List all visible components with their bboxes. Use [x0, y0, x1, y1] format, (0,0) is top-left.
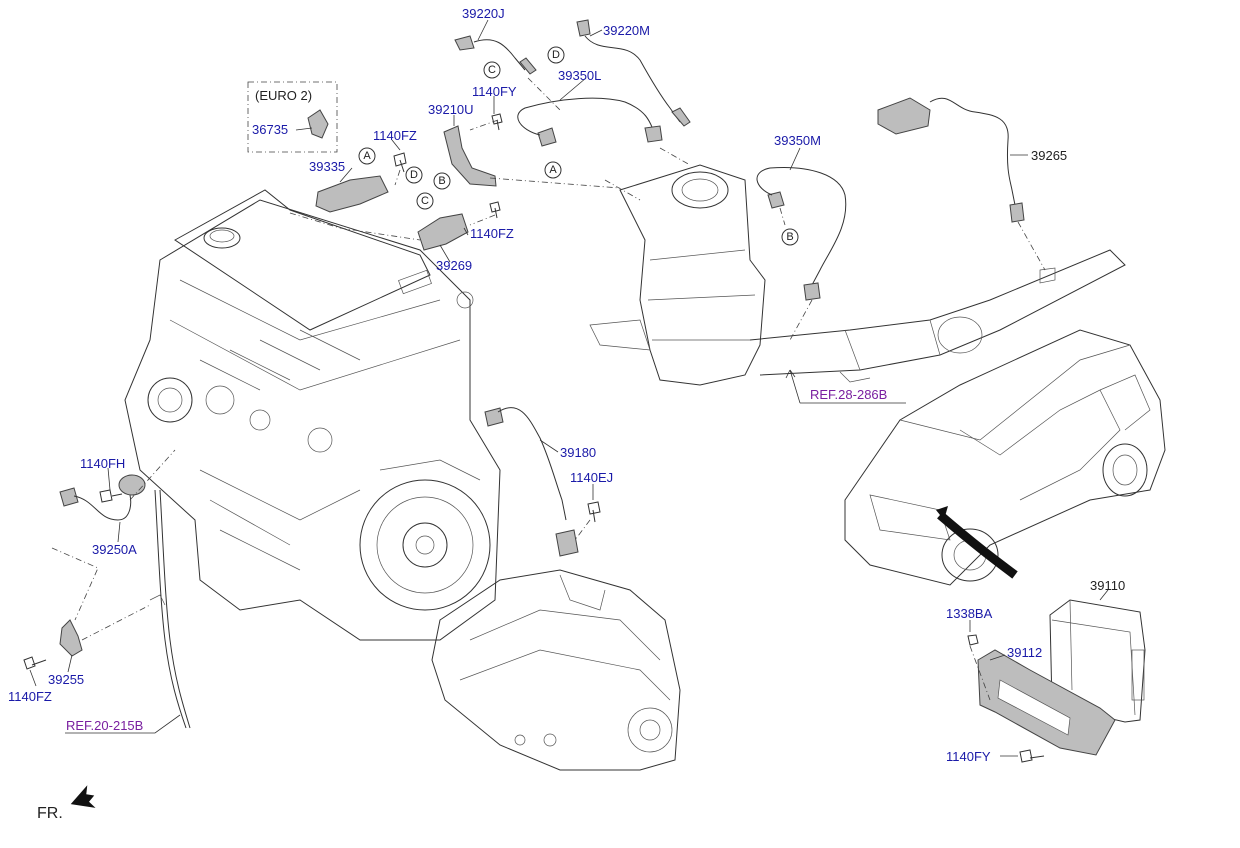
- label-39269: 39269: [436, 258, 472, 273]
- label-1140ej: 1140EJ: [570, 470, 613, 485]
- leader-lines: [29, 19, 1109, 757]
- callout-a1: A: [358, 147, 376, 165]
- o2-sensor-39350l: [517, 97, 663, 147]
- ref-28-286b-link[interactable]: REF.28-286B: [810, 387, 887, 402]
- svg-text:C: C: [488, 64, 496, 76]
- bracket-39335: [315, 175, 389, 213]
- svg-text:B: B: [786, 231, 793, 243]
- reference-labels: REF.28-286B REF.20-215B: [66, 387, 887, 733]
- label-36735: 36735: [252, 122, 288, 137]
- callout-d2: D: [547, 46, 565, 64]
- label-39110: 39110: [1090, 578, 1125, 593]
- label-1338ba: 1338BA: [946, 606, 993, 621]
- dipstick-tube: [149, 489, 191, 729]
- label-39255: 39255: [48, 672, 84, 687]
- svg-text:C: C: [421, 195, 429, 207]
- label-1140fz-b: 1140FZ: [470, 226, 514, 241]
- transmission: [431, 569, 681, 771]
- label-39250a: 39250A: [92, 542, 137, 557]
- bracket-39269: [417, 213, 469, 251]
- callout-c2: C: [483, 61, 501, 79]
- label-39210u: 39210U: [428, 102, 474, 117]
- catalytic-converter: [589, 164, 1126, 386]
- label-1140fy-top: 1140FY: [472, 84, 517, 99]
- front-arrow: FR.: [37, 785, 96, 822]
- euro2-box: [247, 81, 338, 153]
- engine-block: [124, 189, 501, 641]
- label-1140fh: 1140FH: [80, 456, 125, 471]
- assembly-lines: [51, 77, 1046, 701]
- label-39350m: 39350M: [774, 133, 821, 148]
- ref-20-215b-link[interactable]: REF.20-215B: [66, 718, 143, 733]
- label-39335: 39335: [309, 159, 345, 174]
- o2-sensor-39220m: [576, 19, 691, 127]
- label-1140fz-a: 1140FZ: [373, 128, 417, 143]
- bracket-39210u: [443, 125, 497, 187]
- svg-text:B: B: [438, 175, 445, 187]
- label-euro2: (EURO 2): [255, 88, 312, 103]
- bolts: [23, 113, 1045, 763]
- fr-label: FR.: [37, 805, 63, 822]
- o2-sensor-39220j: [454, 35, 537, 75]
- label-1140fz-c: 1140FZ: [8, 689, 52, 704]
- callout-d1: D: [405, 166, 423, 184]
- label-39350l: 39350L: [558, 68, 601, 83]
- callout-a2: A: [544, 161, 562, 179]
- nox-sensor-39265: [877, 97, 1025, 223]
- label-39180: 39180: [560, 445, 596, 460]
- svg-text:D: D: [552, 49, 560, 61]
- callout-b2: B: [781, 228, 799, 246]
- o2-sensor-39350m: [756, 166, 847, 301]
- crank-sensor-39180: [484, 407, 579, 557]
- callout-b1: B: [433, 172, 451, 190]
- svg-text:A: A: [363, 150, 371, 162]
- label-1140fy-bot: 1140FY: [946, 749, 991, 764]
- label-39265: 39265: [1031, 148, 1067, 163]
- label-39220m: 39220M: [603, 23, 650, 38]
- callout-c1: C: [416, 192, 434, 210]
- vehicle-illustration: [844, 329, 1166, 586]
- label-39220j: 39220J: [462, 6, 505, 21]
- label-39112: 39112: [1007, 645, 1042, 660]
- svg-text:A: A: [549, 164, 557, 176]
- part-labels: 39220J 39220M 39350L 1140FY (EURO 2) 367…: [8, 6, 1125, 764]
- svg-text:D: D: [410, 169, 418, 181]
- ecu-bracket-39112: [977, 649, 1116, 756]
- bracket-39255: [59, 619, 83, 657]
